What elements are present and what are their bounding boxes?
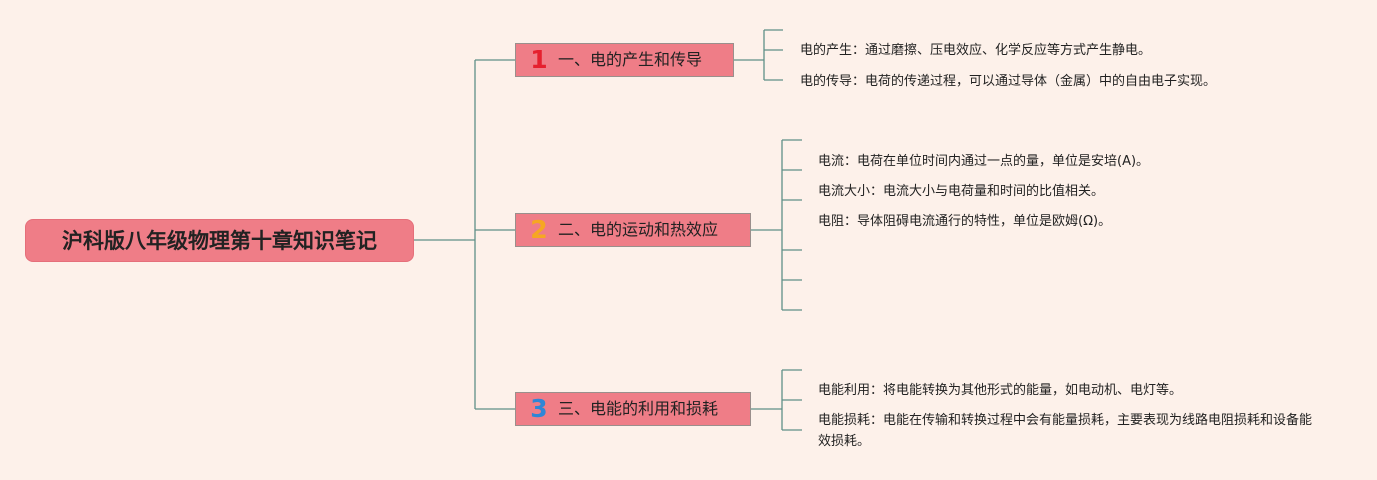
branch-1-label: 一、电的产生和传导 — [558, 50, 703, 69]
root-topic[interactable]: 沪科版八年级物理第十章知识笔记 — [25, 219, 414, 262]
branch-2-label: 二、电的运动和热效应 — [558, 220, 719, 239]
number-2-icon: 2 — [530, 215, 548, 244]
branch-2-item-3[interactable]: 电阻：导体阻碍电流通行的特性，单位是欧姆(Ω)。 — [818, 214, 1112, 229]
branch-3-item-2[interactable]: 电能损耗：电能在传输和转换过程中会有能量损耗，主要表现为线路电阻损耗和设备能效损… — [818, 413, 1313, 449]
branch-1-item-2[interactable]: 电的传导：电荷的传递过程，可以通过导体（金属）中的自由电子实现。 — [800, 74, 1217, 89]
branch-2-node[interactable]: 2 二、电的运动和热效应 — [515, 213, 751, 247]
branch-3-label: 三、电能的利用和损耗 — [558, 399, 719, 418]
branch-3-item-1[interactable]: 电能利用：将电能转换为其他形式的能量，如电动机、电灯等。 — [818, 383, 1183, 398]
branch-1-item-1[interactable]: 电的产生：通过磨擦、压电效应、化学反应等方式产生静电。 — [800, 43, 1152, 58]
branch-2-item-1[interactable]: 电流：电荷在单位时间内通过一点的量，单位是安培(A)。 — [818, 154, 1150, 169]
branch-1-node[interactable]: 1 一、电的产生和传导 — [515, 43, 734, 77]
number-1-icon: 1 — [530, 45, 548, 74]
branch-2-item-2[interactable]: 电流大小：电流大小与电荷量和时间的比值相关。 — [818, 184, 1105, 199]
number-3-icon: 3 — [530, 394, 548, 423]
branch-3-node[interactable]: 3 三、电能的利用和损耗 — [515, 392, 751, 426]
